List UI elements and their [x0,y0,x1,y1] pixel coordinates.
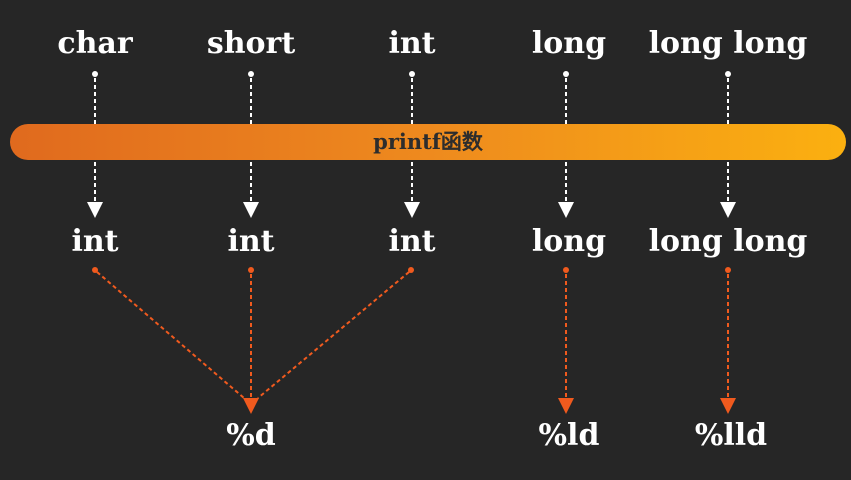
orange-arrow-long [558,267,574,414]
format-specifier-ld: %ld [538,418,600,453]
promoted-label-long-long: long long [648,224,808,259]
white-arrow-int [404,71,420,218]
white-arrow-long-long [720,71,736,218]
white-arrow-char [87,71,103,218]
type-label-int: int [388,26,436,61]
type-label-short: short [206,26,296,61]
white-arrow-short [243,71,259,218]
type-label-long-long: long long [648,26,808,61]
type-label-char: char [57,26,133,61]
orange-arrow-int-2 [248,267,254,398]
orange-arrow-int-1 [92,267,245,399]
orange-arrowhead-d [243,398,259,414]
format-specifier-d: %d [226,418,276,453]
orange-arrow-int-3 [257,267,414,399]
type-label-long: long [531,26,607,61]
orange-arrow-long-long [720,267,736,414]
printf-bar [10,124,846,160]
promoted-label-int-1: int [71,224,119,259]
format-specifier-lld: %lld [694,418,768,453]
promoted-label-int-3: int [388,224,436,259]
white-arrow-long [558,71,574,218]
printf-bar-label: printf函数 [373,129,483,154]
promoted-label-long: long [531,224,607,259]
promoted-label-int-2: int [227,224,275,259]
